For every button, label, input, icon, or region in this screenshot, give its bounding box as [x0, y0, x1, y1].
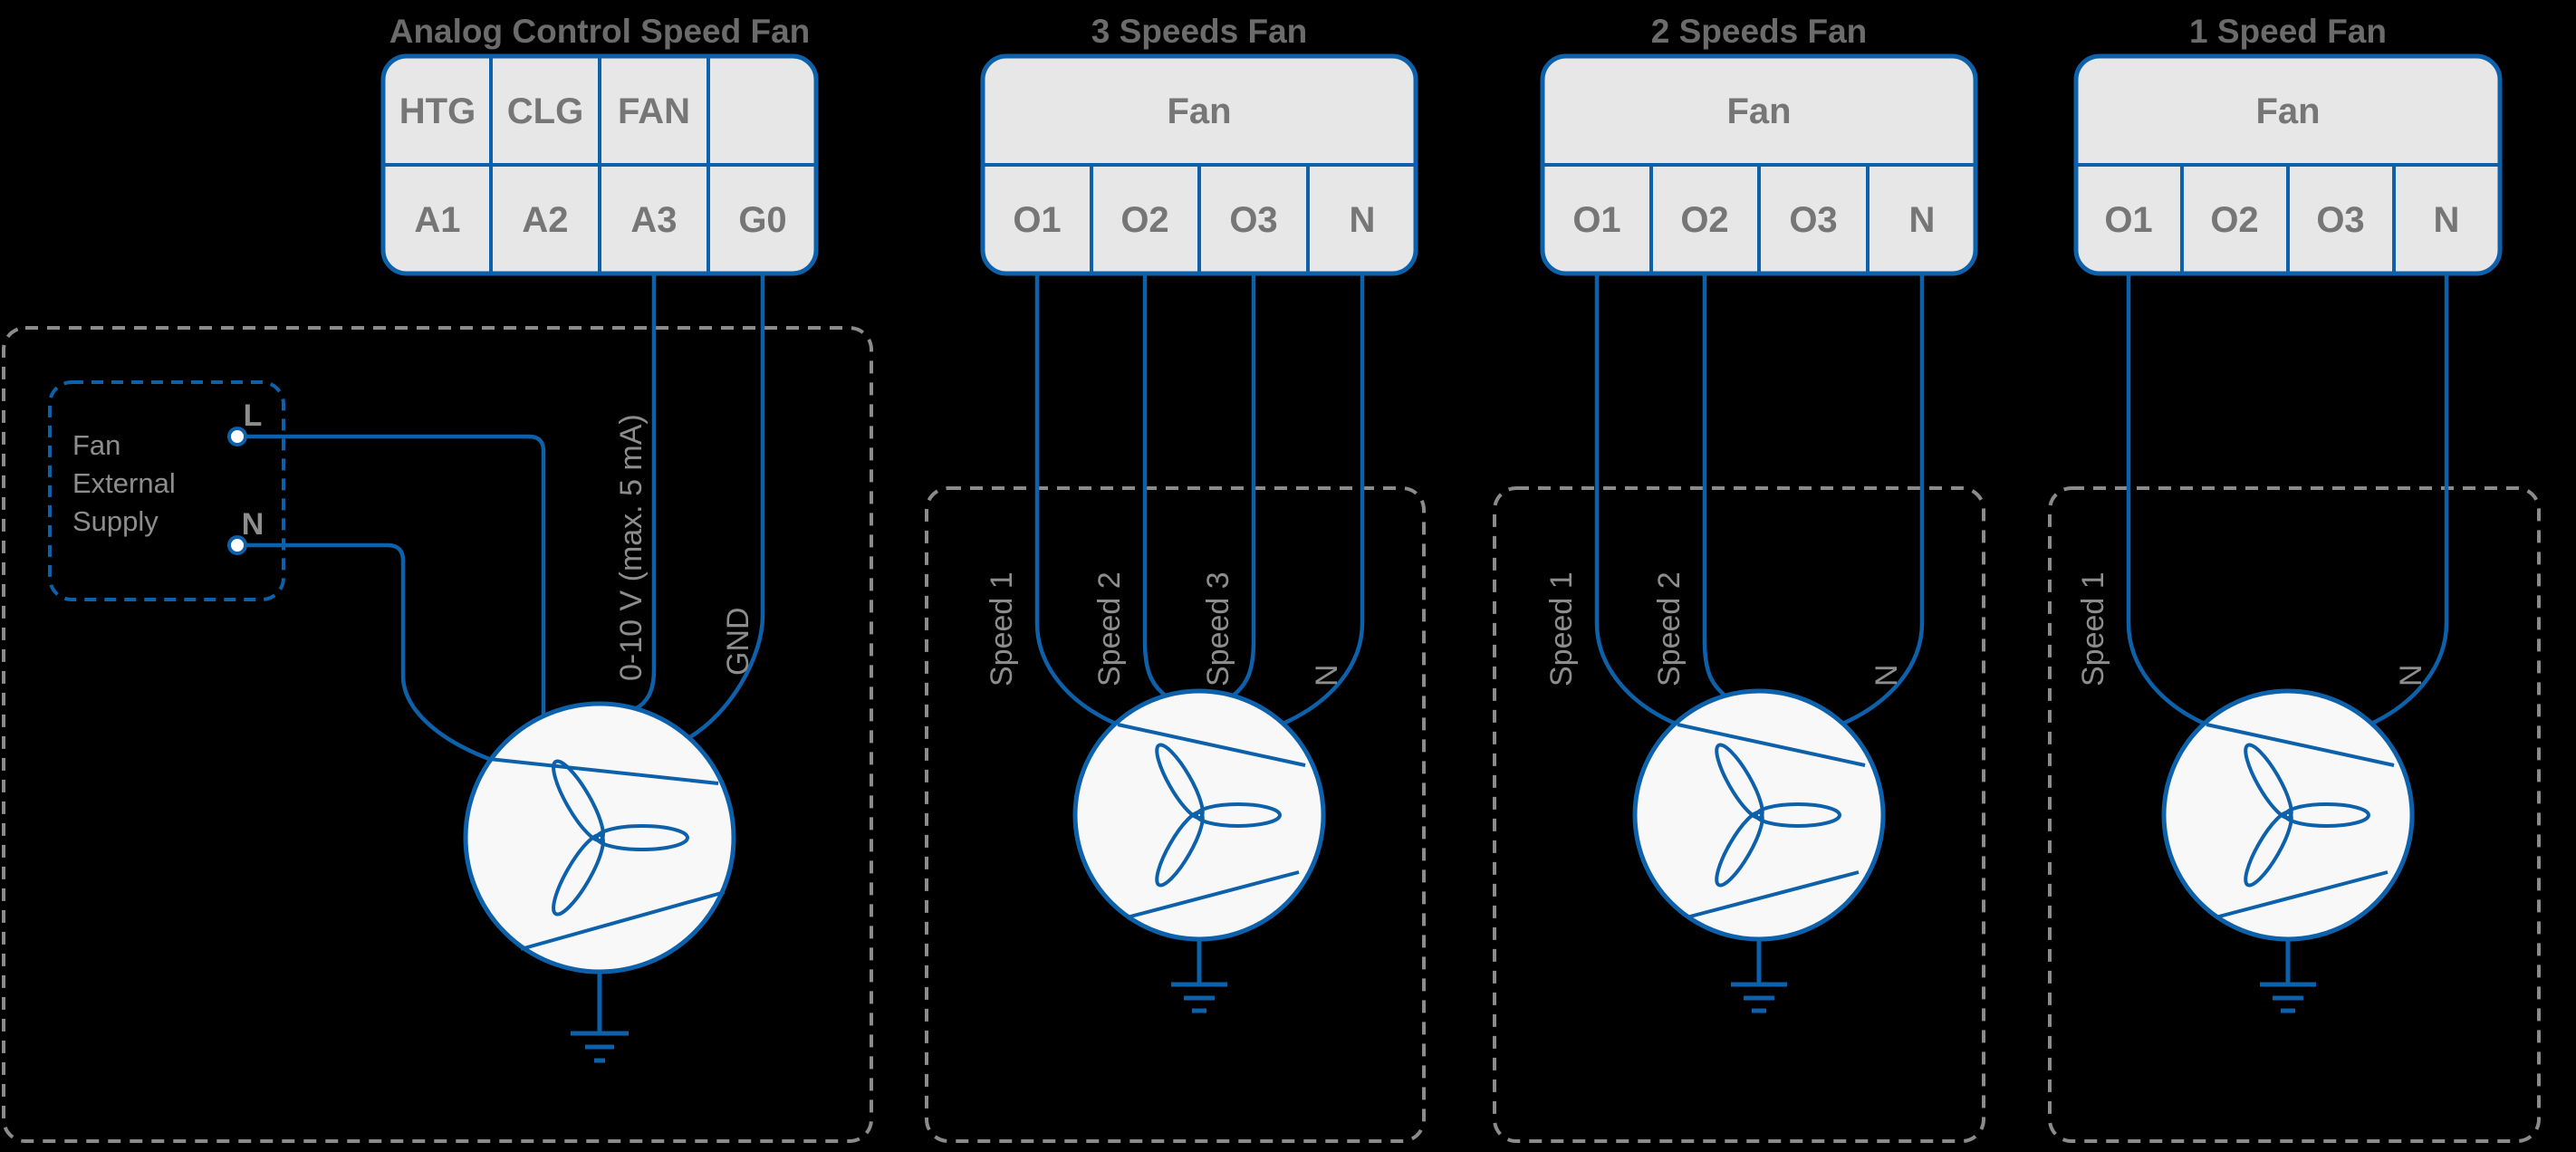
fan-winding-lines	[488, 757, 726, 951]
wire-label-speed1: Speed 1	[2076, 571, 2110, 686]
wire-n-neutral	[1840, 274, 1925, 727]
fan-winding-lines	[2206, 723, 2395, 919]
terminal-cell-a1: A1	[414, 200, 460, 240]
terminal-block-dividers	[383, 56, 816, 274]
diagram-2-speeds-fan: 2 Speeds Fan Fan O1 O2 O3 N Speed 1 Spee…	[1493, 13, 1985, 1143]
terminal-block: Fan O1 O2 O3 N	[1540, 53, 1978, 276]
ground-icon	[2260, 939, 2316, 1013]
terminal-cell-fan: Fan	[1167, 91, 1231, 131]
wire-o3-speed3	[1230, 274, 1256, 698]
ground-icon	[571, 972, 629, 1063]
fan-propeller-icon	[2244, 743, 2370, 888]
fan-body-circle	[1632, 688, 1886, 942]
wire-label-speed2: Speed 2	[1652, 571, 1687, 686]
terminal-cell-clg: CLG	[507, 91, 583, 131]
fan-propeller-icon	[1155, 743, 1282, 888]
wire-o1-speed1	[2126, 274, 2207, 727]
diagram-title: 2 Speeds Fan	[1651, 13, 1868, 50]
wire-g0-gnd	[687, 274, 765, 740]
fan-winding-lines	[1117, 723, 1306, 919]
terminal-cell-n: N	[2434, 200, 2460, 240]
fan-unit-dashed-outline	[2, 326, 873, 1143]
terminal-block-dividers	[2076, 163, 2500, 274]
diagram-title: Analog Control Speed Fan	[389, 13, 811, 50]
terminal-cell-o3: O3	[1789, 200, 1837, 240]
terminal-cell-fan: Fan	[1726, 91, 1791, 131]
terminal-cell-a3: A3	[630, 200, 677, 240]
fan-unit-dashed-outline	[925, 486, 1426, 1143]
wire-o1-speed1	[1594, 274, 1678, 727]
wire-label-n: N	[1310, 664, 1344, 686]
fan-body-circle	[1072, 688, 1326, 942]
external-supply-label-line: Supply	[72, 505, 159, 537]
supply-terminal-n-label: N	[242, 507, 264, 542]
diagram-title: 3 Speeds Fan	[1091, 13, 1308, 50]
ground-icon	[1731, 939, 1787, 1013]
diagram-title: 1 Speed Fan	[2189, 13, 2387, 50]
wire-n-neutral	[1280, 274, 1365, 727]
fan-body-circle	[463, 701, 736, 974]
wire-label-speed1: Speed 1	[1544, 571, 1579, 686]
wire-a3-analog	[633, 274, 657, 711]
diagram-3-speeds-fan: 3 Speeds Fan Fan O1 O2 O3 N Speed 1 Spee…	[925, 13, 1426, 1143]
terminal-block-dividers	[983, 163, 1416, 274]
terminal-cell-n: N	[1909, 200, 1936, 240]
terminal-cell-fan: Fan	[2255, 91, 2320, 131]
terminal-block: HTG CLG FAN A1 A2 A3 G0	[380, 53, 819, 276]
terminal-cell-o1: O1	[2104, 200, 2152, 240]
fan-unit-dashed-outline	[1493, 486, 1985, 1143]
terminal-cell-n: N	[1350, 200, 1376, 240]
fan-body-circle	[2161, 688, 2415, 942]
wire-label-speed2: Speed 2	[1092, 571, 1127, 686]
external-supply-dashed-box	[48, 380, 285, 601]
fan-icon	[1072, 688, 1326, 942]
diagram-analog-control-speed-fan: Fan External Supply L N Analog Control S…	[2, 13, 873, 1143]
supply-terminal-l	[227, 427, 247, 446]
terminal-cell-fan: FAN	[618, 91, 690, 131]
wire-o1-speed1	[1034, 274, 1119, 727]
wire-o2-speed2	[1702, 274, 1728, 698]
diagram-1-speed-fan: 1 Speed Fan Fan O1 O2 O3 N Speed 1 N	[2048, 13, 2541, 1143]
wire-label-analog-signal: 0-10 V (max. 5 mA)	[614, 414, 649, 681]
external-supply-label-line: External	[72, 467, 176, 499]
wire-n-neutral	[2369, 274, 2449, 727]
fan-icon	[1632, 688, 1886, 942]
terminal-cell-a2: A2	[522, 200, 568, 240]
wire-label-speed1: Speed 1	[985, 571, 1019, 686]
wire-label-gnd: GND	[721, 607, 755, 676]
ground-icon	[1171, 939, 1227, 1013]
external-supply-label-line: Fan	[72, 429, 120, 461]
fan-propeller-icon	[1715, 743, 1841, 888]
terminal-block-dividers	[1543, 163, 1975, 274]
fan-propeller-icon	[552, 759, 689, 917]
terminal-cell-o1: O1	[1013, 200, 1061, 240]
terminal-block: Fan O1 O2 O3 N	[2073, 53, 2503, 276]
fan-icon	[2161, 688, 2415, 942]
supply-terminal-l-label: L	[244, 398, 263, 433]
terminal-cell-o2: O2	[1680, 200, 1728, 240]
fan-winding-lines	[1677, 723, 1866, 919]
wire-supply-n	[245, 542, 490, 762]
wire-supply-l	[245, 434, 546, 716]
terminal-block: Fan O1 O2 O3 N	[980, 53, 1418, 276]
terminal-cell-o2: O2	[1120, 200, 1168, 240]
supply-terminal-n	[227, 535, 247, 555]
terminal-cell-g0: G0	[738, 200, 786, 240]
terminal-cell-htg: HTG	[399, 91, 476, 131]
wire-label-n: N	[1870, 664, 1904, 686]
terminal-cell-o1: O1	[1572, 200, 1620, 240]
fan-unit-dashed-outline	[2048, 486, 2541, 1143]
terminal-cell-o3: O3	[1229, 200, 1277, 240]
wire-o2-speed2	[1142, 274, 1168, 698]
terminal-cell-o2: O2	[2210, 200, 2258, 240]
terminal-cell-o3: O3	[2316, 200, 2364, 240]
wire-label-n: N	[2394, 664, 2428, 686]
wire-label-speed3: Speed 3	[1201, 571, 1235, 686]
fan-icon	[463, 701, 736, 974]
